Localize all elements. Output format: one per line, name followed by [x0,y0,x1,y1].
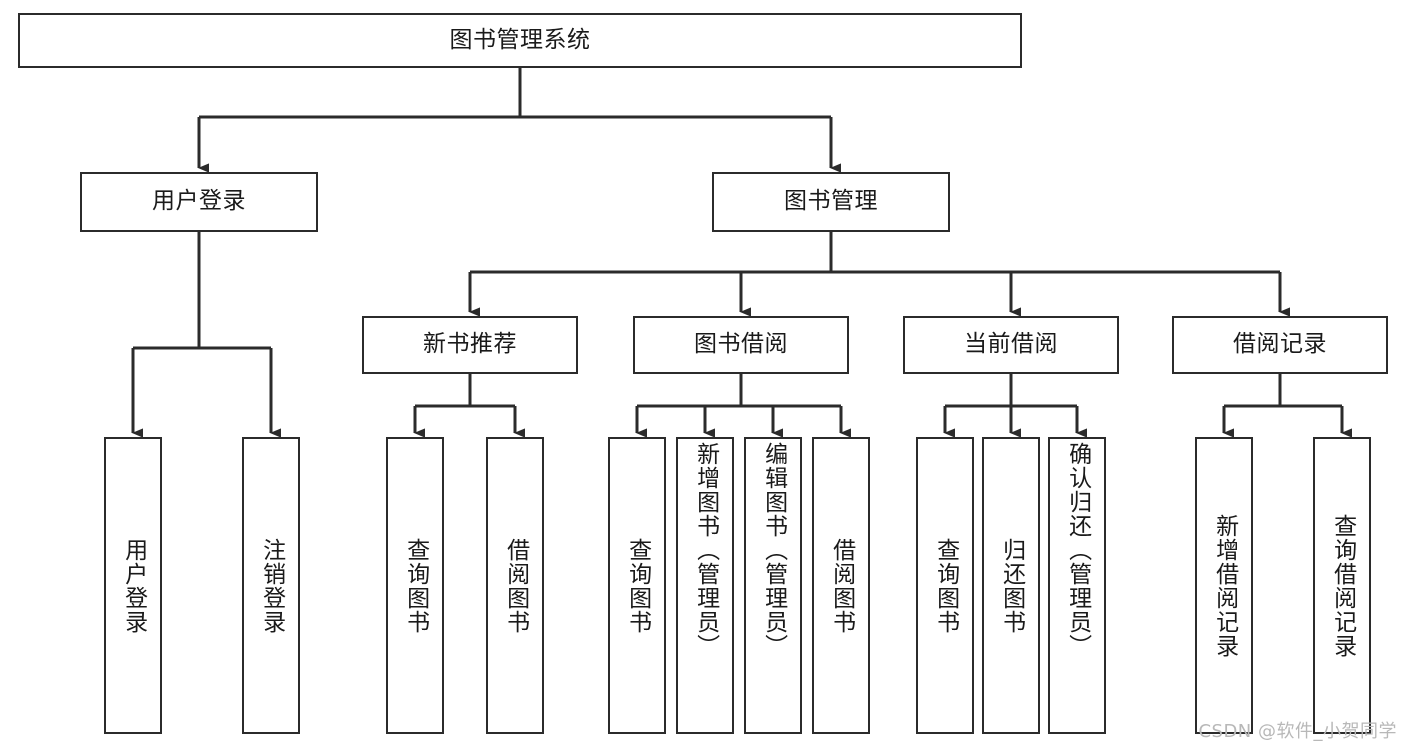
node-label: 新书推荐 [423,331,517,358]
node-label: 注销登录 [258,537,285,634]
leaf-logout[interactable]: 注销登录 [242,437,300,734]
leaf-return-book[interactable]: 归还图书 [982,437,1040,734]
node-label: 查询图书 [932,537,959,634]
leaf-query-borrow-record[interactable]: 查询借阅记录 [1313,437,1371,734]
leaf-borrow-book-recommend[interactable]: 借阅图书 [486,437,544,734]
leaf-add-borrow-record[interactable]: 新增借阅记录 [1195,437,1253,734]
leaf-confirm-return-admin[interactable]: 确认归还（管理员） [1048,437,1106,734]
leaf-add-book-admin[interactable]: 新增图书（管理员） [676,437,734,734]
node-label: 借阅记录 [1233,331,1327,358]
node-new-book-recommend[interactable]: 新书推荐 [362,316,578,374]
node-label: 用户登录 [120,537,147,634]
node-label: 图书借阅 [694,331,788,358]
node-label: 借阅图书 [828,537,855,634]
node-user-login[interactable]: 用户登录 [80,172,318,232]
node-label: 编辑图书（管理员） [760,442,787,658]
node-label: 确认归还（管理员） [1064,442,1091,658]
leaf-query-book-borrow[interactable]: 查询图书 [608,437,666,734]
node-label: 当前借阅 [964,331,1058,358]
leaf-edit-book-admin[interactable]: 编辑图书（管理员） [744,437,802,734]
node-book-management[interactable]: 图书管理 [712,172,950,232]
node-label: 查询图书 [624,537,651,634]
node-label: 新增借阅记录 [1211,513,1238,658]
leaf-query-book-recommend[interactable]: 查询图书 [386,437,444,734]
node-book-borrow[interactable]: 图书借阅 [633,316,849,374]
node-root[interactable]: 图书管理系统 [18,13,1022,68]
node-current-borrow[interactable]: 当前借阅 [903,316,1119,374]
leaf-query-book-current[interactable]: 查询图书 [916,437,974,734]
node-label: 图书管理系统 [449,26,591,53]
node-label: 归还图书 [998,537,1025,634]
node-label: 查询图书 [402,537,429,634]
node-label: 借阅图书 [502,537,529,634]
node-label: 用户登录 [152,188,246,215]
leaf-borrow-book[interactable]: 借阅图书 [812,437,870,734]
node-label: 新增图书（管理员） [692,442,719,658]
node-borrow-record[interactable]: 借阅记录 [1172,316,1388,374]
node-label: 查询借阅记录 [1329,513,1356,658]
watermark: CSDN @软件_小贺同学 [1198,721,1397,742]
node-label: 图书管理 [784,188,878,215]
leaf-user-login[interactable]: 用户登录 [104,437,162,734]
